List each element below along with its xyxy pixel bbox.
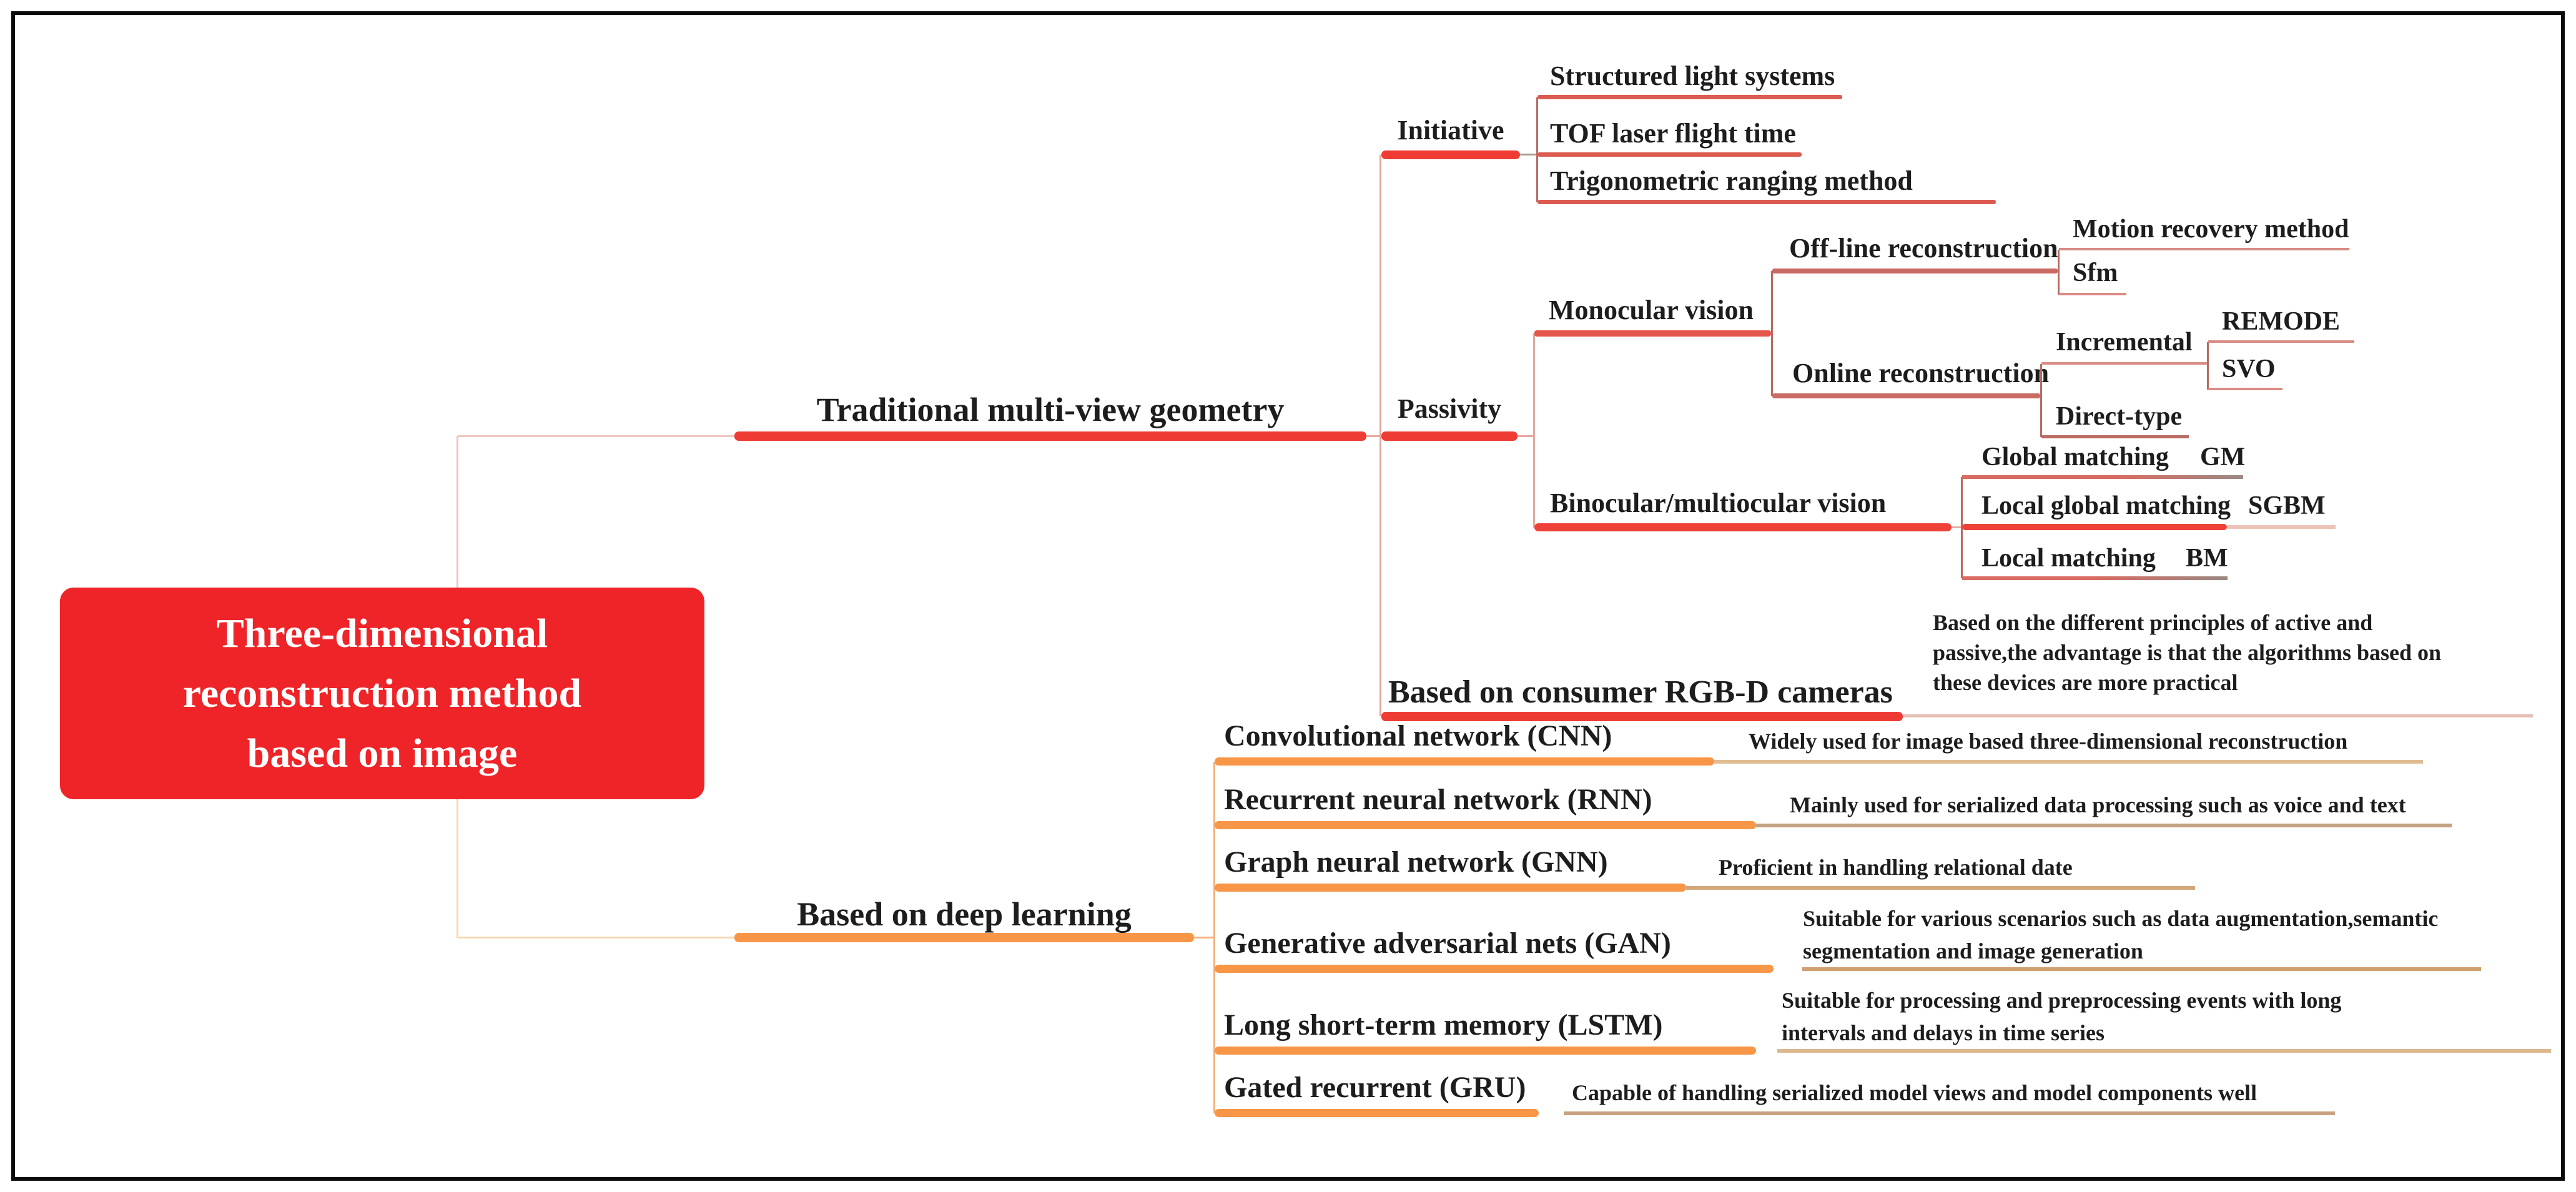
abbr-sgbm: SGBM — [2248, 491, 2326, 520]
node-incremental: Incremental — [2056, 328, 2193, 357]
underline-local-matching — [1962, 576, 2228, 580]
node-gru: Gated recurrent (GRU) — [1224, 1071, 1526, 1104]
root-title-line1: Three-dimensional — [216, 610, 548, 656]
underline-offline — [1772, 268, 2058, 273]
diagram-border — [11, 11, 2565, 1181]
node-traditional: Traditional multi-view geometry — [816, 391, 1285, 428]
node-local-global-matching: Local global matching — [1981, 491, 2231, 520]
connector-traditional-ext — [1366, 435, 1381, 437]
desc-rnn: Mainly used for serialized data processi… — [1790, 792, 2406, 817]
underline-tof-laser — [1537, 152, 1802, 157]
desc-lstm-line1: Suitable for processing and preprocessin… — [1782, 988, 2342, 1013]
abbr-bm: BM — [2186, 544, 2228, 573]
node-cnn: Convolutional network (CNN) — [1224, 719, 1612, 752]
underline-gnn — [1215, 884, 1686, 892]
underline-local-global-matching — [1962, 524, 2227, 530]
desc-line-lstm — [1777, 1049, 2551, 1053]
underline-svo — [2208, 388, 2282, 390]
underline-structured-light — [1537, 95, 1842, 99]
underline-rgbd-note — [1903, 714, 2533, 717]
node-rgbd: Based on consumer RGB-D cameras — [1388, 674, 1893, 710]
underline-online — [1772, 393, 2040, 398]
node-structured-light: Structured light systems — [1550, 61, 1835, 91]
connector-root-down — [456, 799, 458, 938]
connector-online-bracket — [2040, 364, 2042, 437]
underline-motion-recovery — [2059, 248, 2349, 250]
node-trigonometric: Trigonometric ranging method — [1550, 165, 1913, 196]
desc-line-gan — [1802, 967, 2481, 971]
connector-passivity-stub — [1517, 435, 1533, 437]
node-svo: SVO — [2222, 355, 2276, 383]
desc-gnn: Proficient in handling relational date — [1719, 855, 2073, 880]
node-global-matching: Global matching — [1981, 443, 2169, 471]
node-gnn: Graph neural network (GNN) — [1224, 845, 1608, 879]
rgbd-note-line3: these devices are more practical — [1933, 670, 2238, 695]
connector-root-up — [456, 436, 458, 588]
node-passivity: Passivity — [1397, 393, 1502, 424]
connector-root-deep — [458, 937, 734, 938]
desc-line-gru — [1564, 1111, 2335, 1115]
rgbd-note-line1: Based on the different principles of act… — [1933, 610, 2373, 635]
node-initiative: Initiative — [1397, 115, 1504, 145]
node-monocular: Monocular vision — [1549, 295, 1754, 325]
underline-passivity — [1381, 431, 1517, 441]
underline-rgbd — [1381, 712, 1903, 721]
node-direct-type: Direct-type — [2056, 402, 2183, 431]
underline-rnn — [1215, 821, 1756, 829]
desc-line-rnn — [1756, 824, 2452, 827]
node-binocular: Binocular/multiocular vision — [1550, 488, 1887, 518]
underline-sfm — [2059, 293, 2126, 295]
underline-local-global-matching-ext — [2227, 525, 2336, 529]
desc-line-gnn — [1686, 886, 2195, 890]
underline-incremental — [2041, 362, 2207, 365]
node-tof-laser: TOF laser flight time — [1550, 118, 1796, 149]
connector-initiative-bracket — [1536, 97, 1538, 202]
desc-cnn: Widely used for image based three-dimens… — [1749, 729, 2348, 754]
node-sfm: Sfm — [2073, 259, 2118, 287]
node-online: Online reconstruction — [1792, 358, 2050, 388]
underline-lstm — [1215, 1047, 1756, 1055]
desc-gan-line2: segmentation and image generation — [1803, 938, 2143, 963]
underline-cnn — [1215, 757, 1714, 766]
underline-binocular — [1534, 523, 1952, 531]
underline-global-matching — [1962, 475, 2243, 479]
node-rnn: Recurrent neural network (RNN) — [1224, 783, 1652, 816]
node-lstm: Long short-term memory (LSTM) — [1224, 1008, 1663, 1042]
desc-lstm-line2: intervals and delays in time series — [1782, 1020, 2105, 1045]
node-remode: REMODE — [2222, 307, 2340, 336]
desc-gan-line1: Suitable for various scenarios such as d… — [1803, 906, 2439, 931]
connector-binocular-bracket — [1961, 477, 1963, 578]
underline-trigonometric — [1537, 200, 1996, 204]
connector-monocular-bracket — [1771, 271, 1773, 396]
node-gan: Generative adversarial nets (GAN) — [1224, 927, 1671, 960]
node-local-matching: Local matching — [1981, 544, 2156, 573]
underline-initiative — [1381, 150, 1520, 159]
root-title-line3: based on image — [247, 730, 518, 776]
rgbd-note-line2: passive,the advantage is that the algori… — [1933, 640, 2442, 665]
connector-deep-bracket — [1213, 762, 1215, 1113]
connector-passivity-bracket — [1533, 333, 1535, 528]
desc-gru: Capable of handling serialized model vie… — [1572, 1080, 2258, 1105]
node-offline: Off-line reconstruction — [1789, 233, 2058, 264]
underline-remode — [2208, 340, 2354, 343]
underline-gan — [1215, 965, 1774, 973]
connector-deep-stub — [1194, 937, 1213, 938]
connector-binocular-stub — [1952, 526, 1961, 528]
node-motion-recovery: Motion recovery method — [2073, 215, 2349, 244]
root-title-line2: reconstruction method — [182, 670, 582, 716]
connector-incremental-bracket — [2207, 342, 2209, 390]
root-node: Three-dimensional reconstruction method … — [60, 588, 704, 799]
connector-offline-bracket — [2058, 250, 2060, 295]
underline-monocular — [1534, 330, 1771, 337]
desc-line-cnn — [1714, 760, 2423, 764]
node-deep-learning: Based on deep learning — [797, 895, 1132, 933]
connector-traditional-trunk — [1379, 155, 1381, 716]
underline-gru — [1215, 1109, 1539, 1117]
abbr-gm: GM — [2200, 443, 2246, 471]
underline-deep-learning — [734, 933, 1194, 942]
connector-root-traditional — [458, 435, 734, 437]
underline-direct-type — [2041, 435, 2189, 438]
connector-initiative-stub — [1520, 154, 1536, 155]
underline-traditional — [734, 431, 1366, 441]
